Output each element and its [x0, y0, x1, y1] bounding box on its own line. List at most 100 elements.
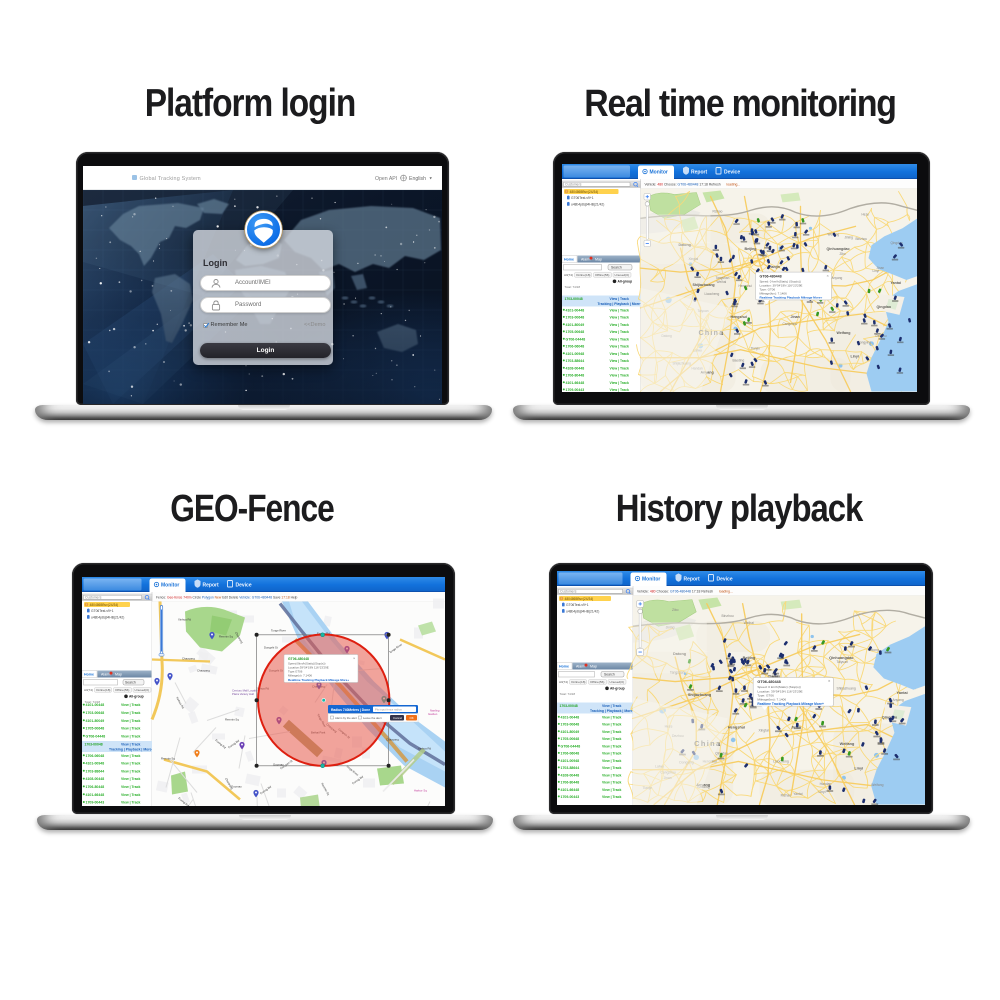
- svg-text:Guomao: Guomao: [273, 763, 284, 767]
- svg-text:Beijing: Beijing: [744, 247, 756, 251]
- svg-text:GT06-480448: GT06-480448: [759, 275, 781, 279]
- svg-text:Alarm: Alarm: [581, 258, 590, 262]
- svg-text:Mileage(v): 7.1406: Mileage(v): 7.1406: [288, 674, 312, 678]
- svg-text:Online(18): Online(18): [576, 273, 590, 277]
- svg-text:Baoding: Baoding: [732, 359, 744, 363]
- svg-text:Total: 74/18: Total: 74/18: [560, 692, 576, 696]
- svg-text:View | Track: View | Track: [121, 754, 140, 758]
- svg-text:Linyi: Linyi: [854, 767, 863, 771]
- svg-text:1706-06048: 1706-06048: [565, 345, 584, 349]
- svg-text:1703-88644: 1703-88644: [86, 769, 105, 773]
- svg-text:Map: Map: [115, 673, 122, 677]
- svg-text:Zibo: Zibo: [839, 252, 845, 256]
- svg-text:Tracking | Playback | More+: Tracking | Playback | More+: [590, 709, 634, 713]
- svg-text:Map: Map: [595, 258, 602, 262]
- svg-text:4101-66448: 4101-66448: [565, 381, 584, 385]
- svg-text:View | Track: View | Track: [602, 795, 621, 799]
- svg-text:Jinan: Jinan: [876, 266, 884, 270]
- svg-text:Location: 39°54′19N 116°23′29E: Location: 39°54′19N 116°23′29E: [759, 284, 802, 288]
- svg-text:!: !: [86, 603, 87, 607]
- svg-text:Vehicle: 480 Choose: GT06-480: Vehicle: 480 Choose: GT06-480448 17:18 R…: [637, 590, 713, 594]
- svg-text:Xinhua Rd: Xinhua Rd: [178, 618, 192, 622]
- svg-text:Device: Device: [724, 170, 740, 176]
- svg-text:Qinhuangdao: Qinhuangdao: [829, 656, 854, 660]
- svg-text:4101-80049: 4101-80049: [565, 323, 584, 327]
- svg-text:Linyi: Linyi: [850, 355, 858, 359]
- svg-text:Alarm by the alert: Alarm by the alert: [335, 716, 357, 720]
- svg-text:Renmin Sq: Renmin Sq: [320, 782, 331, 796]
- svg-text:View | Track: View | Track: [609, 388, 628, 392]
- svg-text:Alarm: Alarm: [101, 673, 110, 677]
- svg-text:Hengshui: Hengshui: [730, 315, 746, 319]
- svg-text:Mileage(km): 7.1406: Mileage(km): 7.1406: [759, 291, 787, 295]
- svg-text:Plaza Variety Hall: Plaza Variety Hall: [232, 692, 254, 696]
- svg-text:Guomao: Guomao: [231, 785, 242, 789]
- svg-text:Offline(56): Offline(56): [590, 680, 604, 684]
- svg-text:Fuxing Rd: Fuxing Rd: [351, 774, 364, 785]
- svg-text:All-group: All-group: [610, 687, 625, 691]
- svg-text:Weihai: Weihai: [744, 621, 754, 625]
- svg-text:View | Track: View | Track: [609, 374, 628, 378]
- svg-text:Radius 740Meters | Done: Radius 740Meters | Done: [331, 708, 370, 712]
- svg-text:View | Track: View | Track: [602, 723, 621, 727]
- svg-text:Anyang: Anyang: [831, 276, 842, 280]
- svg-text:Report: Report: [203, 583, 219, 589]
- svg-text:Type: GT06: Type: GT06: [757, 693, 774, 697]
- svg-text:Chaoyang: Chaoyang: [182, 657, 195, 661]
- svg-text:All-group: All-group: [129, 695, 144, 699]
- svg-text:Fuxing Rd: Fuxing Rd: [259, 784, 272, 795]
- svg-text:4101-66448: 4101-66448: [86, 793, 105, 797]
- svg-text:Unused(0): Unused(0): [610, 680, 624, 684]
- svg-text:Qinhuangdao: Qinhuangdao: [826, 247, 850, 251]
- svg-text:Shijiazhuang: Shijiazhuang: [836, 687, 855, 691]
- svg-text:View | Track: View | Track: [609, 316, 628, 320]
- svg-text:View | Track: View | Track: [602, 752, 621, 756]
- svg-text:loading...: loading...: [719, 590, 733, 594]
- svg-text:Report: Report: [684, 577, 700, 583]
- svg-text:View | Track: View | Track: [121, 727, 140, 731]
- svg-text:Chaoyang: Chaoyang: [386, 738, 399, 742]
- svg-text:Monitor: Monitor: [649, 170, 667, 176]
- svg-text:Taiyuan: Taiyuan: [836, 660, 848, 664]
- svg-text:Search: Search: [125, 681, 136, 685]
- svg-text:Fuxing Rd: Fuxing Rd: [177, 796, 190, 806]
- svg-text:Device: Device: [717, 577, 733, 583]
- svg-text:Liaocheng: Liaocheng: [704, 292, 719, 296]
- svg-text:Speed:0km/h(Static)(Stop(s)): Speed:0km/h(Static)(Stop(s)): [288, 662, 325, 666]
- svg-text:Liaocheng: Liaocheng: [773, 760, 789, 764]
- svg-text:Renmin Sq: Renmin Sq: [219, 635, 233, 639]
- svg-text:View | Track: View | Track: [602, 704, 621, 708]
- svg-text:Heze: Heze: [861, 212, 869, 216]
- svg-text:1709-00443: 1709-00443: [561, 795, 580, 799]
- svg-text:View | Track: View | Track: [121, 785, 140, 789]
- svg-text:Gongren St: Gongren St: [279, 759, 293, 771]
- svg-text:View | Track: View | Track: [609, 352, 628, 356]
- svg-text:Customers: Customers: [565, 183, 582, 187]
- svg-text:Monitor: Monitor: [642, 577, 660, 583]
- svg-text:Renmin Sq: Renmin Sq: [161, 757, 175, 761]
- svg-text:Yantai: Yantai: [890, 281, 901, 285]
- svg-text:GT06Test-v9+1: GT06Test-v9+1: [571, 196, 594, 200]
- svg-text:View | Track: View | Track: [609, 308, 628, 312]
- svg-text:Tracking | Playback | More+: Tracking | Playback | More+: [597, 302, 641, 306]
- svg-text:Realtime Tracking Playback: Realtime Tracking Playback Mileage More+: [757, 702, 824, 706]
- svg-text:Handan: Handan: [820, 782, 832, 786]
- svg-text:Garden: Garden: [428, 712, 438, 716]
- svg-text:View | Track: View | Track: [602, 788, 621, 792]
- svg-text:!: !: [566, 190, 567, 194]
- svg-text:4101-00948: 4101-00948: [561, 759, 580, 763]
- svg-text:Zibo: Zibo: [672, 608, 679, 612]
- svg-text:View | Track: View | Track: [602, 715, 621, 719]
- svg-text:4101-00948: 4101-00948: [86, 762, 105, 766]
- svg-text:Monitor: Monitor: [161, 583, 179, 589]
- svg-text:1709-00443: 1709-00443: [86, 801, 105, 805]
- svg-text:4101-80049: 4101-80049: [86, 719, 105, 723]
- svg-text:Anyang: Anyang: [696, 783, 711, 787]
- svg-text:View | Track: View | Track: [602, 766, 621, 770]
- svg-text:1706-06048: 1706-06048: [86, 754, 105, 758]
- svg-text:Jinan: Jinan: [790, 315, 799, 319]
- svg-text:GT06-480448: GT06-480448: [288, 657, 309, 661]
- svg-text:All-group: All-group: [617, 280, 632, 284]
- svg-text:Open API: Open API: [375, 176, 397, 182]
- svg-text:Century Mall Loyalty: Century Mall Loyalty: [232, 689, 258, 693]
